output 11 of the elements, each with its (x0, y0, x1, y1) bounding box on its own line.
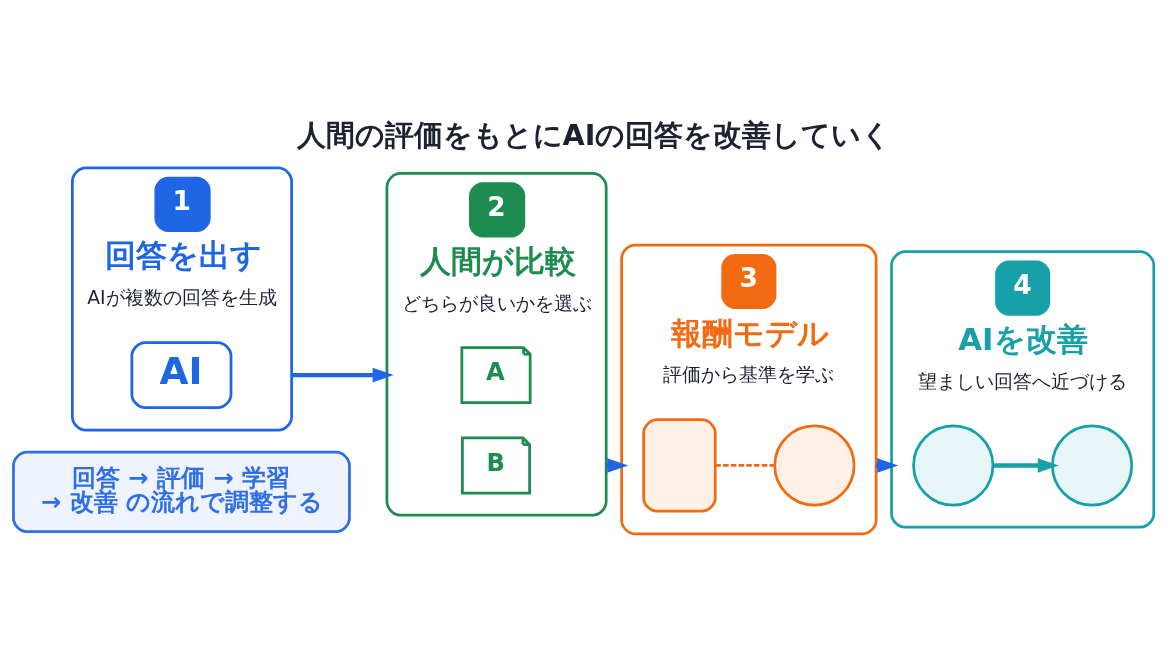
node-circle (773, 424, 856, 507)
arrow (291, 367, 394, 383)
node-circle (1051, 424, 1134, 507)
node-circle (912, 424, 995, 507)
connector (715, 464, 775, 467)
arrow (993, 458, 1059, 473)
node-box: AI (130, 341, 233, 409)
node-box: 回答 → 評価 → 学習 → 改善 の流れで調整する (12, 450, 351, 533)
diagram-title: 人間の評価をもとにAIの回答を改善していく (296, 117, 892, 152)
cluster: 4 AIを改善 望ましい回答へ近づける (890, 250, 1156, 529)
node-box (642, 418, 717, 513)
